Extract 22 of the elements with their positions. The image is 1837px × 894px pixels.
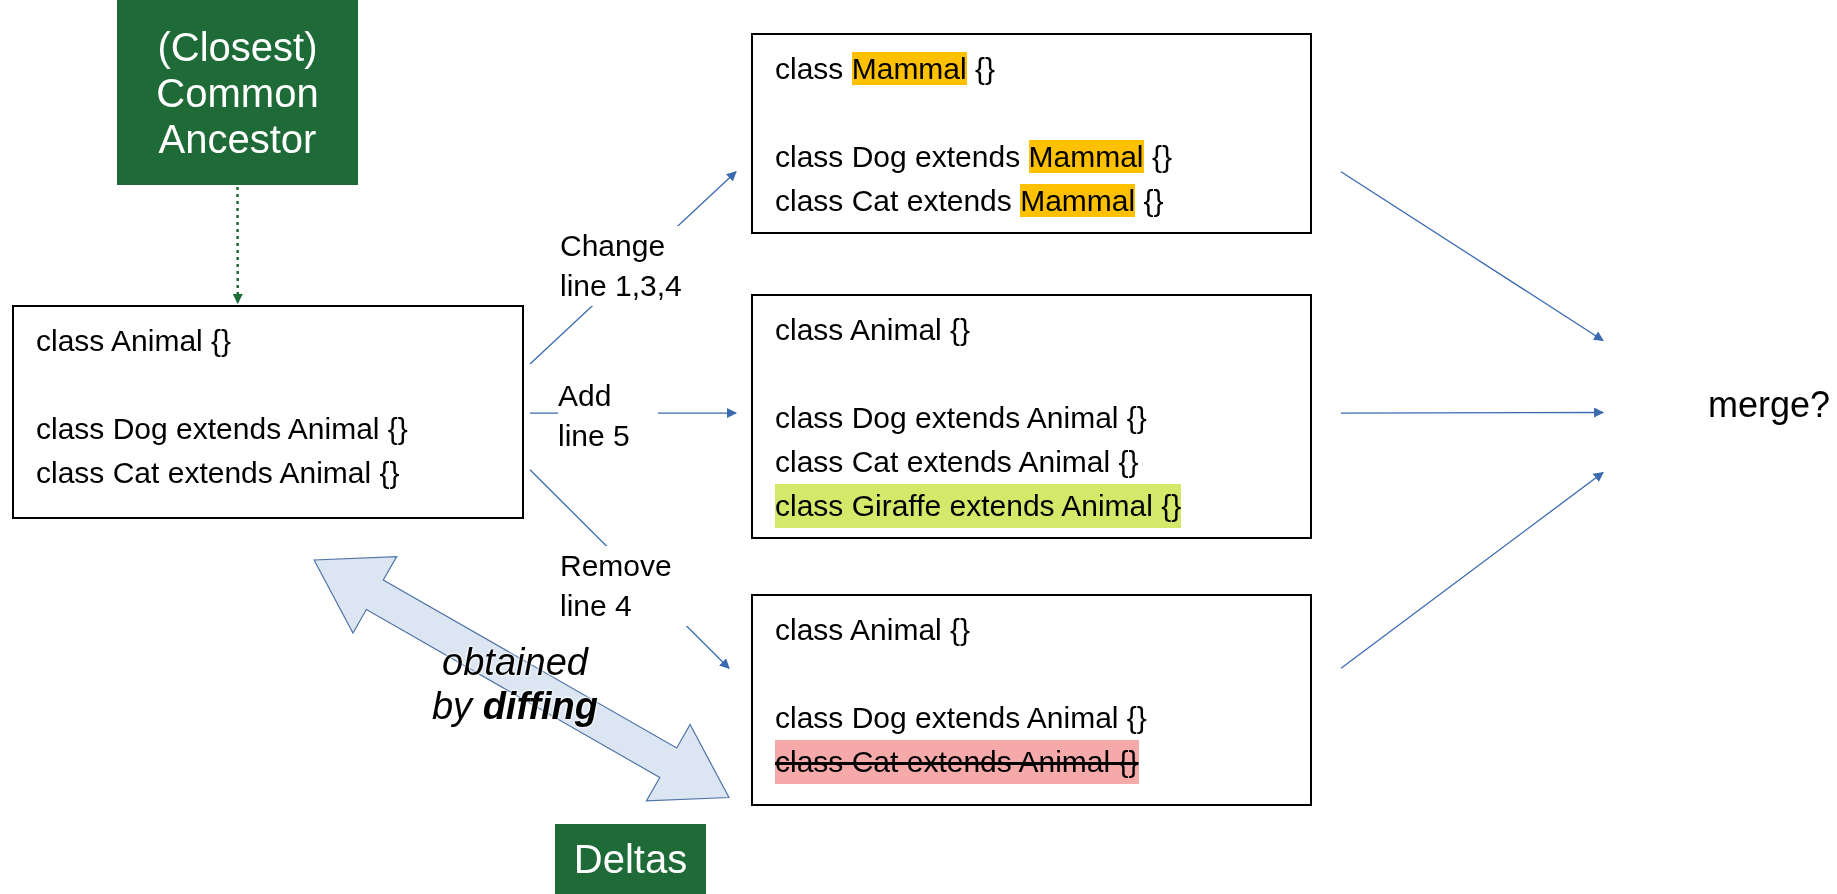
- code-line: class Cat extends Animal {}: [775, 444, 1139, 480]
- merge-label: merge?: [1707, 384, 1830, 426]
- code-line: class Cat extends Mammal {}: [775, 183, 1164, 219]
- code-box: [751, 594, 1312, 806]
- code-line: class Dog extends Mammal {}: [775, 139, 1172, 175]
- arrow: [1340, 171, 1604, 342]
- code-line: class Animal {}: [775, 312, 971, 348]
- code-box: [751, 294, 1312, 539]
- code-box: [751, 33, 1312, 234]
- code-line: class Dog extends Animal {}: [775, 400, 1147, 436]
- code-box: [12, 305, 524, 519]
- ancestor-box: (Closest) Common Ancestor: [117, 0, 358, 185]
- arrow: [232, 187, 243, 304]
- arrow: [1340, 407, 1604, 418]
- code-line: class Cat extends Animal {}: [36, 455, 400, 491]
- code-line: class Mammal {}: [775, 51, 996, 87]
- arrow: [1340, 471, 1604, 669]
- deltas-box: Deltas: [555, 824, 706, 894]
- code-line: class Animal {}: [775, 612, 971, 648]
- code-line: class Animal {}: [36, 323, 232, 359]
- code-line: class Dog extends Animal {}: [775, 700, 1147, 736]
- code-line: class Dog extends Animal {}: [36, 411, 408, 447]
